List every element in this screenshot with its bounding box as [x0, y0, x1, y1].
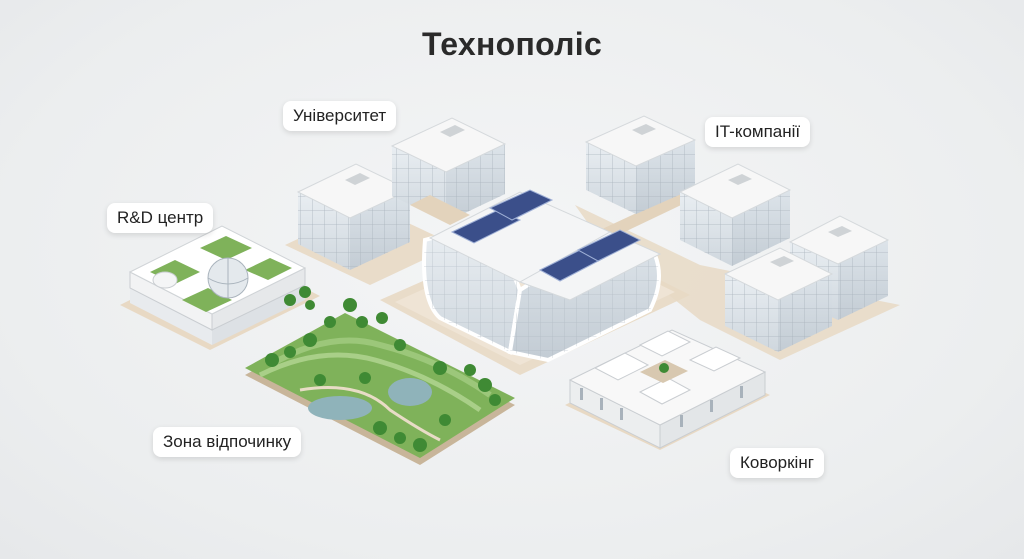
solar-panels: [450, 189, 642, 282]
rnd-center-label: R&D центр: [107, 203, 214, 233]
small-dome: [152, 271, 178, 289]
it-companies-label: IT-компанії: [705, 117, 811, 147]
park-trees: [265, 298, 501, 452]
rnd-center-building: [120, 225, 320, 350]
coworking-label: Коворкінг: [730, 448, 824, 478]
recreation-zone-label: Зона відпочинку: [153, 427, 302, 457]
it-building-4: [723, 247, 834, 352]
recreation-park: [245, 298, 515, 465]
pond-left: [308, 396, 372, 420]
university-building-a: [296, 163, 412, 270]
coworking-building: [565, 329, 770, 450]
central-hub-building: [380, 189, 690, 375]
pond-right: [388, 378, 432, 406]
university-building-group: [285, 117, 507, 285]
university-label: Університет: [283, 101, 397, 131]
it-building-1: [584, 115, 697, 214]
it-building-2: [678, 163, 792, 266]
page-title: Технополіс: [421, 26, 603, 62]
it-companies-building-group: [575, 115, 900, 360]
